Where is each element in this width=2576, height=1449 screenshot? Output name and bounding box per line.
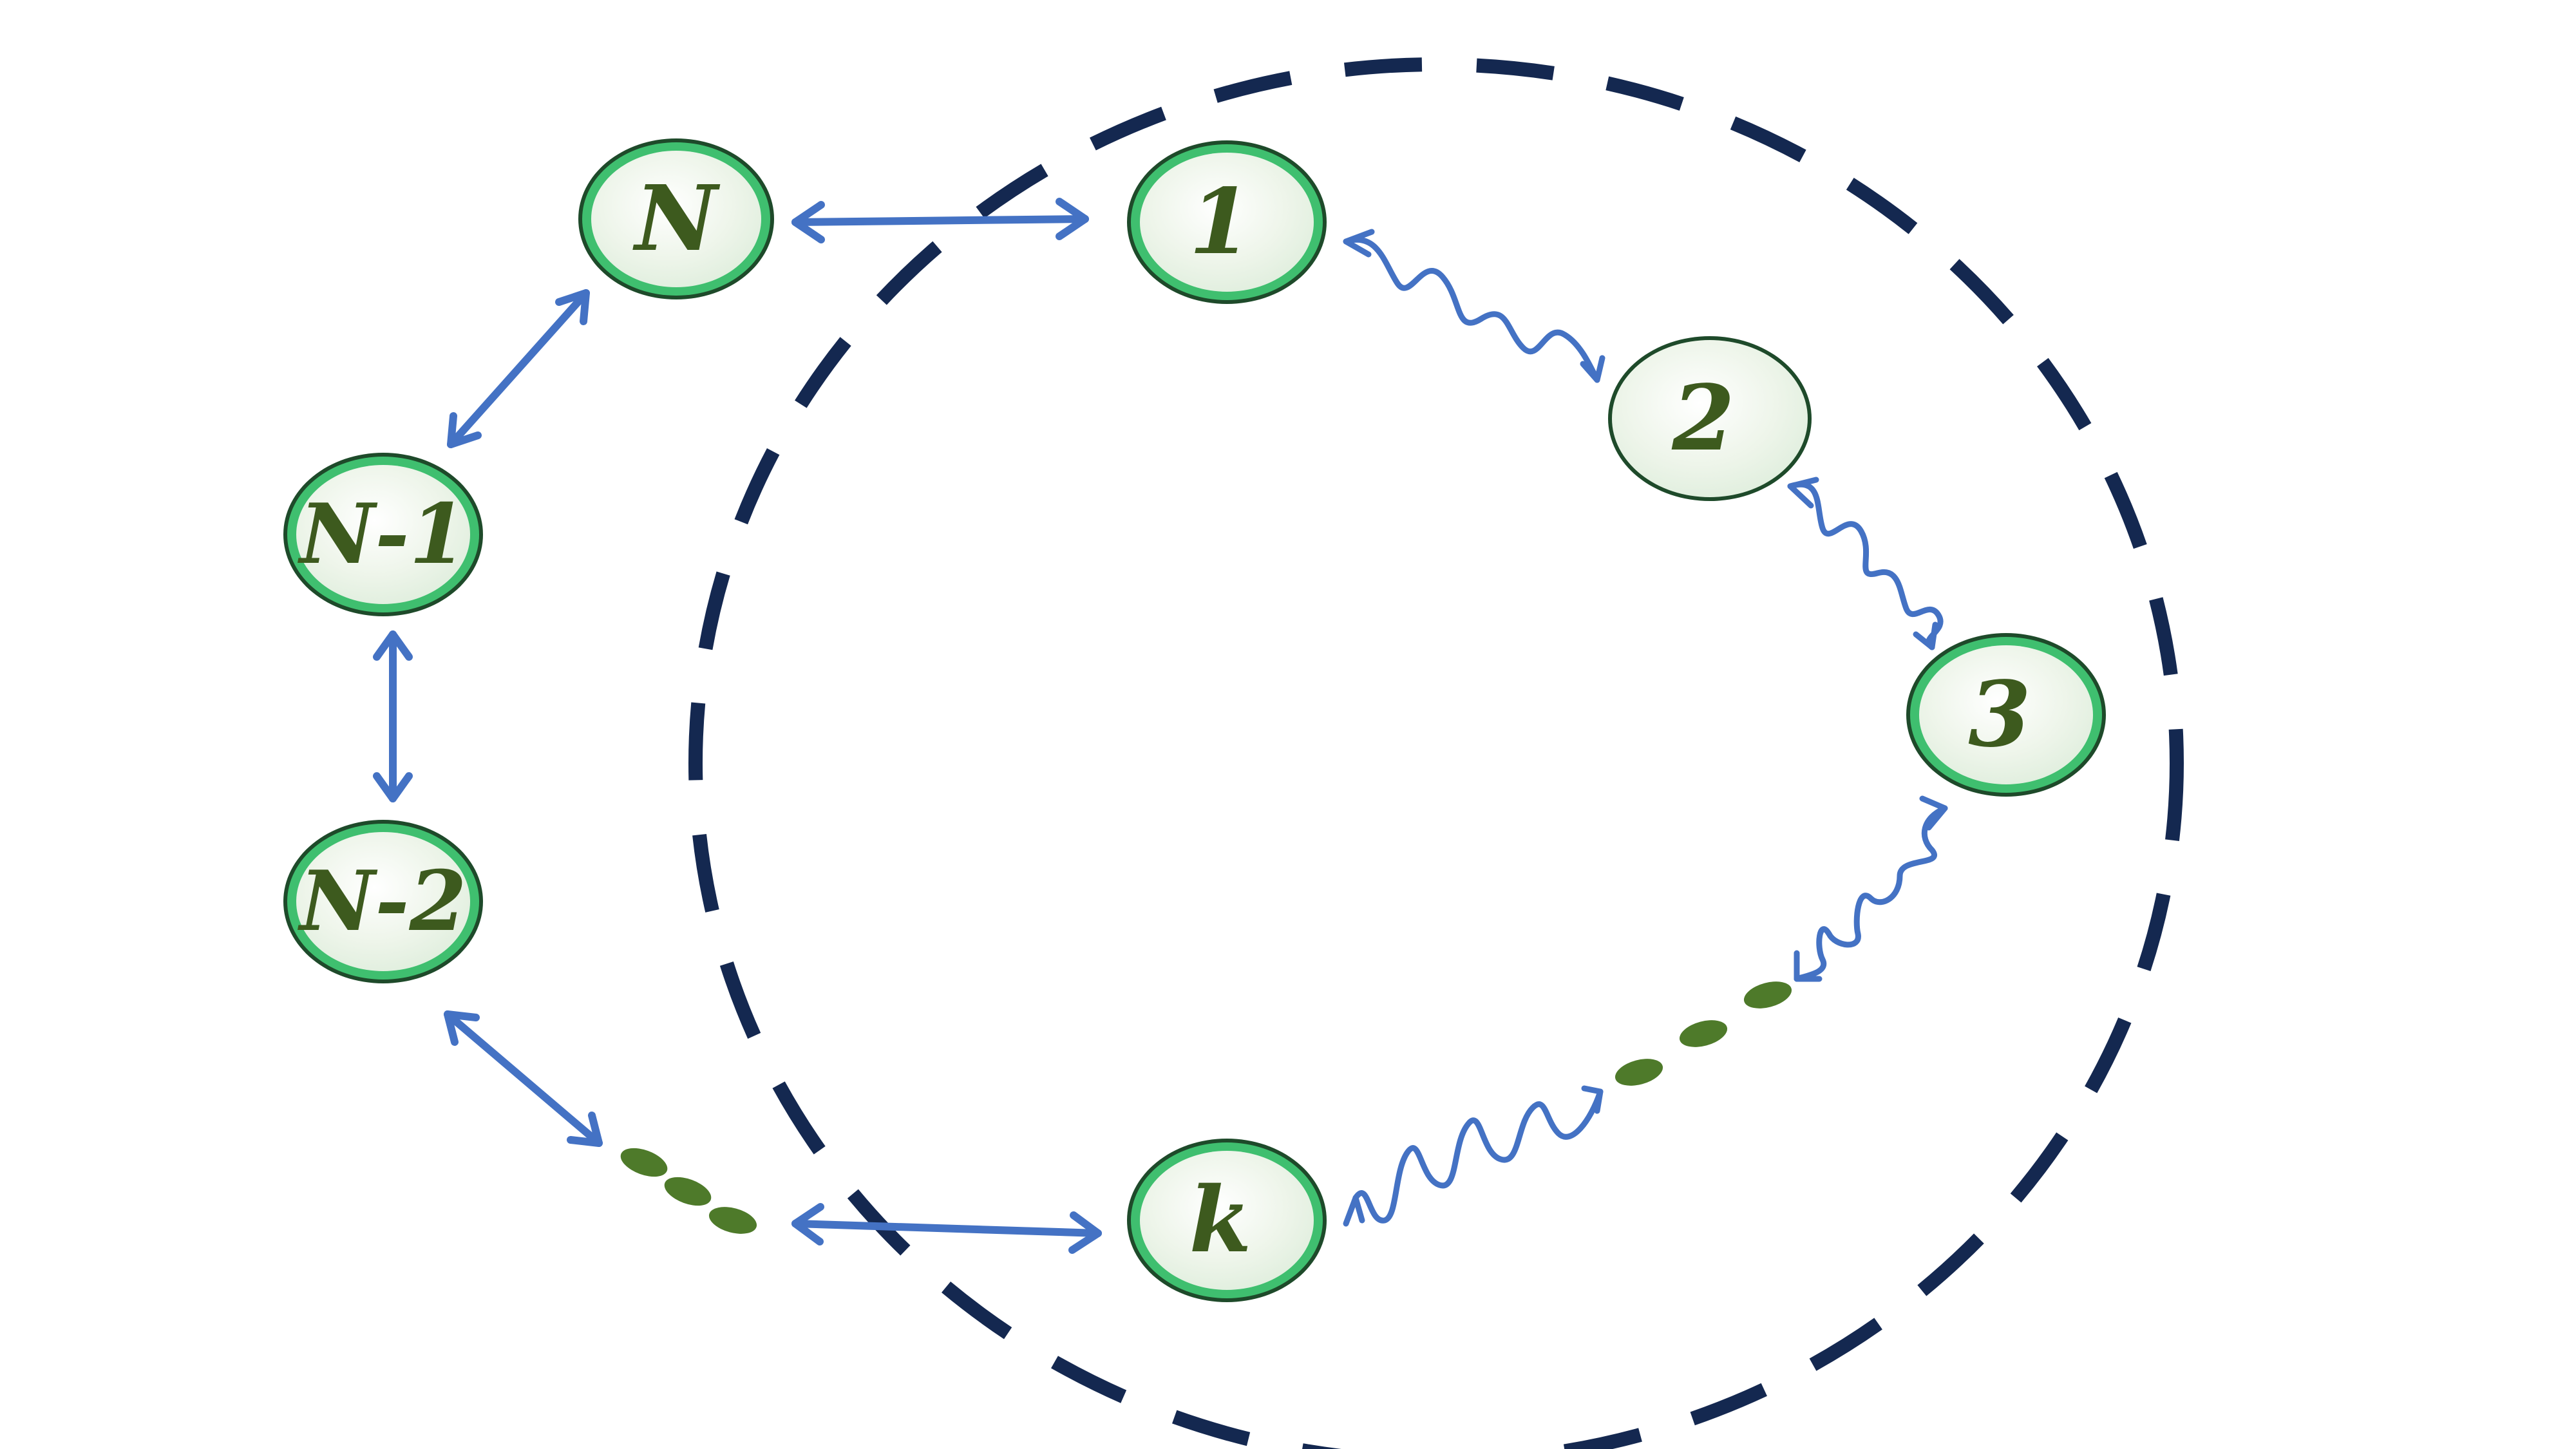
- straight-arrows: [373, 198, 1102, 1254]
- wavy-arrow-ellipsis-to-k: [1343, 1085, 1604, 1227]
- arrow-n-1-to-n-2: [373, 630, 413, 802]
- node-label-N-1: N-1: [297, 486, 466, 583]
- node-1: 1: [1127, 140, 1327, 304]
- wavy-arrow-3-to-ellipsis: [1794, 795, 1948, 982]
- node-label-N: N: [632, 166, 721, 272]
- node-k: k: [1127, 1139, 1327, 1302]
- arrow-n-to-1: [791, 198, 1089, 243]
- wavy-arrow-1-to-2: [1343, 229, 1605, 383]
- node-label-N-2: N-2: [297, 853, 466, 950]
- node-2: 2: [1608, 336, 1812, 501]
- node-N: N: [578, 138, 774, 299]
- arrow-n-to-n-1: [447, 289, 590, 448]
- node-label-k: k: [1189, 1168, 1251, 1273]
- arrow-ellipsis-to-k: [791, 1203, 1102, 1254]
- node-label-2: 2: [1671, 366, 1734, 471]
- node-label-1: 1: [1189, 169, 1251, 275]
- node-N-2: N-2: [283, 820, 483, 983]
- node-N-1: N-1: [283, 453, 483, 616]
- node-3: 3: [1906, 633, 2106, 797]
- wavy-arrows: [1343, 229, 1948, 1227]
- node-label-3: 3: [1968, 662, 2031, 768]
- ellipsis-dots-left: [620, 1148, 757, 1234]
- subsystem-dashed-boundary: [688, 57, 2184, 1449]
- ellipsis-dots-right: [1615, 981, 1792, 1086]
- wavy-arrow-2-to-3: [1787, 477, 1944, 650]
- arrow-n-2-to-ellipsis: [444, 1010, 603, 1147]
